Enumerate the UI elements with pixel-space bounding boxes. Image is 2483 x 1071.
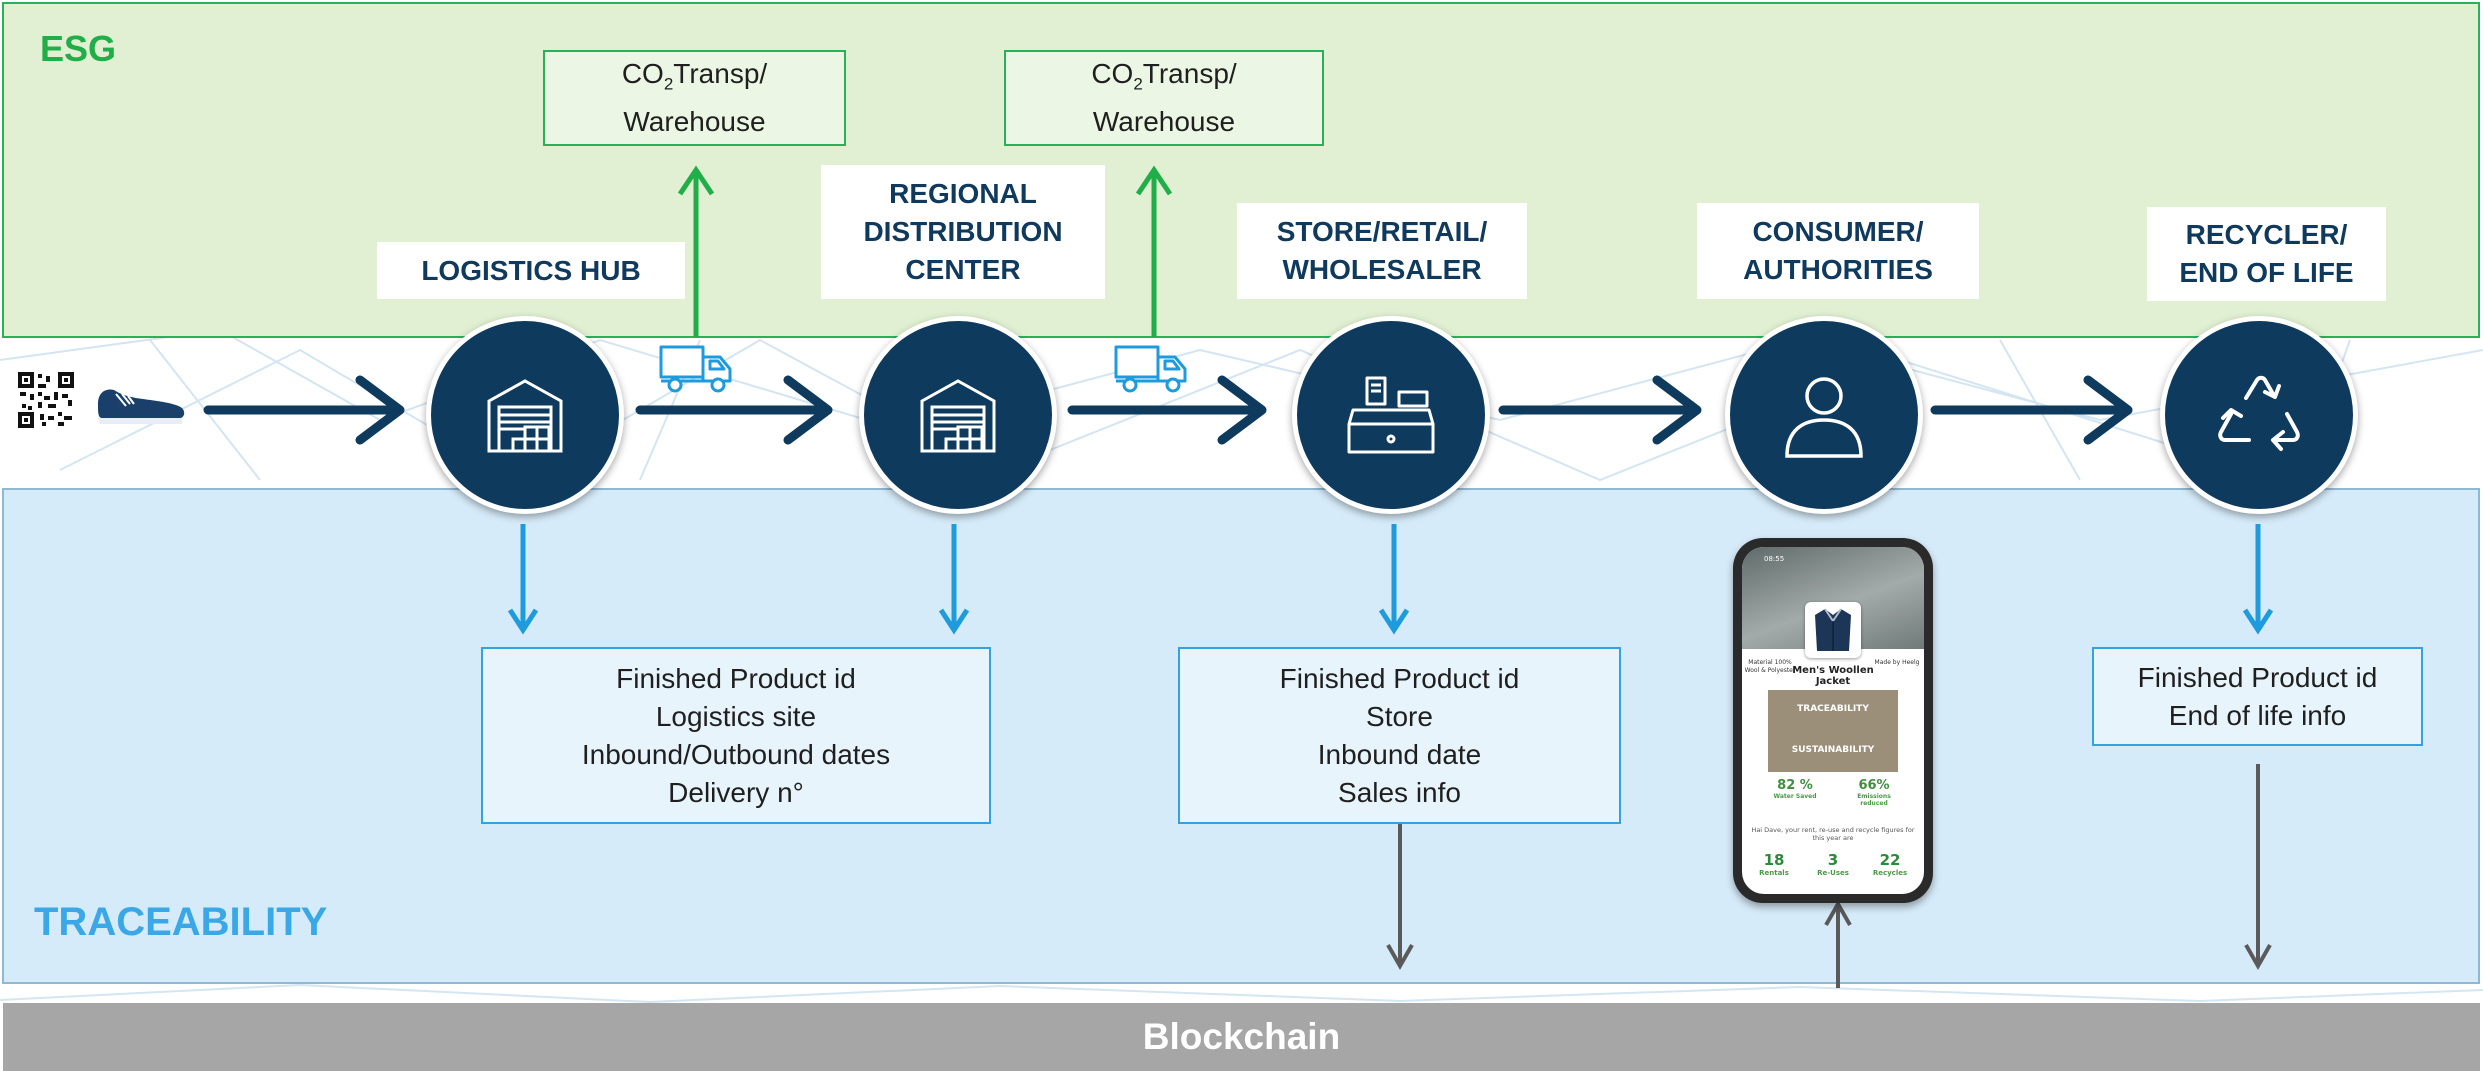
co2-box-2: CO2Transp/ Warehouse xyxy=(1004,50,1324,146)
phone-count-reuses-label: Re-Uses xyxy=(1817,869,1849,877)
info-box-logistics: Finished Product id Logistics site Inbou… xyxy=(481,647,991,824)
phone-count-reuses-value: 3 xyxy=(1827,851,1839,869)
warehouse-icon xyxy=(920,379,996,453)
shoe-icon xyxy=(98,389,185,424)
traceability-down-arrows xyxy=(507,524,2274,635)
regional-distribution-node xyxy=(859,316,1057,514)
truck-icon xyxy=(1114,345,1187,393)
stage-label-logistics-hub: LOGISTICS HUB xyxy=(377,242,685,299)
info-box-end-of-life: Finished Product id End of life info xyxy=(2092,647,2423,746)
phone-count-recycles-label: Recycles xyxy=(1872,869,1908,877)
user-icon xyxy=(1785,377,1863,458)
cash-register-icon xyxy=(1347,376,1435,454)
phone-product-name: Men's Woollen Jacket xyxy=(1792,665,1874,687)
jacket-icon xyxy=(1815,608,1851,651)
stage-label-recycler: RECYCLER/ END OF LIFE xyxy=(2147,207,2386,301)
main-flow-arrows xyxy=(203,375,2133,445)
phone-card-traceability: TRACEABILITY xyxy=(1797,704,1869,714)
info-box-store: Finished Product id Store Inbound date S… xyxy=(1178,647,1621,824)
phone-made-by: Made by Heelg xyxy=(1874,659,1920,666)
blockchain-arrows xyxy=(1386,764,2272,988)
esg-up-arrows xyxy=(677,165,1173,337)
phone-count-rentals-value: 18 xyxy=(1763,851,1785,869)
jacket-thumbnail xyxy=(1805,602,1861,658)
stage-label-store-retail: STORE/RETAIL/ WHOLESALER xyxy=(1237,203,1527,299)
phone-greeting: Hai Dave, your rent, re-use and recycle … xyxy=(1751,826,1915,842)
traceability-band xyxy=(2,488,2480,984)
warehouse-icon xyxy=(487,379,563,453)
qr-code-icon xyxy=(18,372,74,428)
phone-stat-emissions-value: 66% xyxy=(1858,778,1890,793)
store-retail-node xyxy=(1292,316,1490,514)
phone-time: 08:55 xyxy=(1764,555,1785,563)
co2-box-1: CO2Transp/ Warehouse xyxy=(543,50,846,146)
phone-stat-water-label: Water Saved xyxy=(1773,793,1817,800)
phone-count-rentals-label: Rentals xyxy=(1759,869,1789,877)
phone-traceability-card[interactable]: TRACEABILITY SUSTAINABILITY xyxy=(1768,690,1898,772)
phone-mockup: 08:55 Material 100% Wool & Polyester Men… xyxy=(1733,538,1933,903)
stage-label-consumer: CONSUMER/ AUTHORITIES xyxy=(1697,203,1979,299)
esg-title: ESG xyxy=(40,28,117,69)
phone-card-sustainability: SUSTAINABILITY xyxy=(1791,745,1875,755)
phone-stat-emissions-label: Emissions reduced xyxy=(1857,793,1891,807)
phone-screen: 08:55 Material 100% Wool & Polyester Men… xyxy=(1742,547,1924,894)
blockchain-bar: Blockchain xyxy=(3,1003,2480,1071)
consumer-node xyxy=(1725,316,1923,514)
phone-material-text: Material 100% Wool & Polyester xyxy=(1744,659,1796,674)
recycler-node xyxy=(2160,316,2358,514)
traceability-title: TRACEABILITY xyxy=(34,900,328,944)
recycle-icon xyxy=(2218,375,2300,451)
logistics-hub-node xyxy=(426,316,624,514)
phone-count-recycles-value: 22 xyxy=(1879,851,1901,869)
phone-stat-water-value: 82 % xyxy=(1777,778,1813,793)
stage-label-regional-distribution: REGIONAL DISTRIBUTION CENTER xyxy=(821,165,1105,299)
truck-icon xyxy=(659,345,732,393)
